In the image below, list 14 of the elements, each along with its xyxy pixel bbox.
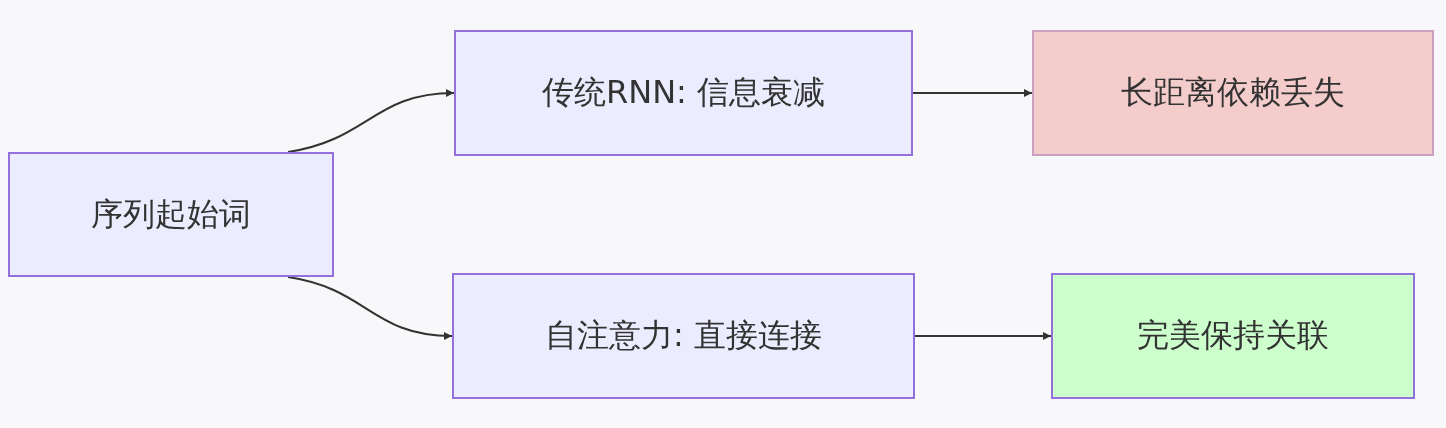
arrow	[914, 332, 1052, 340]
process-box	[454, 30, 913, 156]
node-label: 传统RNN: 信息衰减	[541, 72, 826, 113]
node-label: 序列起始词	[91, 193, 251, 235]
node-label: 完美保持关联	[1137, 315, 1329, 356]
process-box	[8, 152, 334, 277]
node-label: 自注意力: 直接连接	[545, 315, 822, 356]
process-box	[1032, 30, 1434, 156]
arrow	[287, 276, 453, 340]
arrow	[287, 89, 455, 153]
process-box	[452, 273, 915, 399]
node-label: 长距离依赖丢失	[1121, 72, 1345, 113]
process-box	[1051, 273, 1415, 399]
arrow	[912, 89, 1033, 97]
